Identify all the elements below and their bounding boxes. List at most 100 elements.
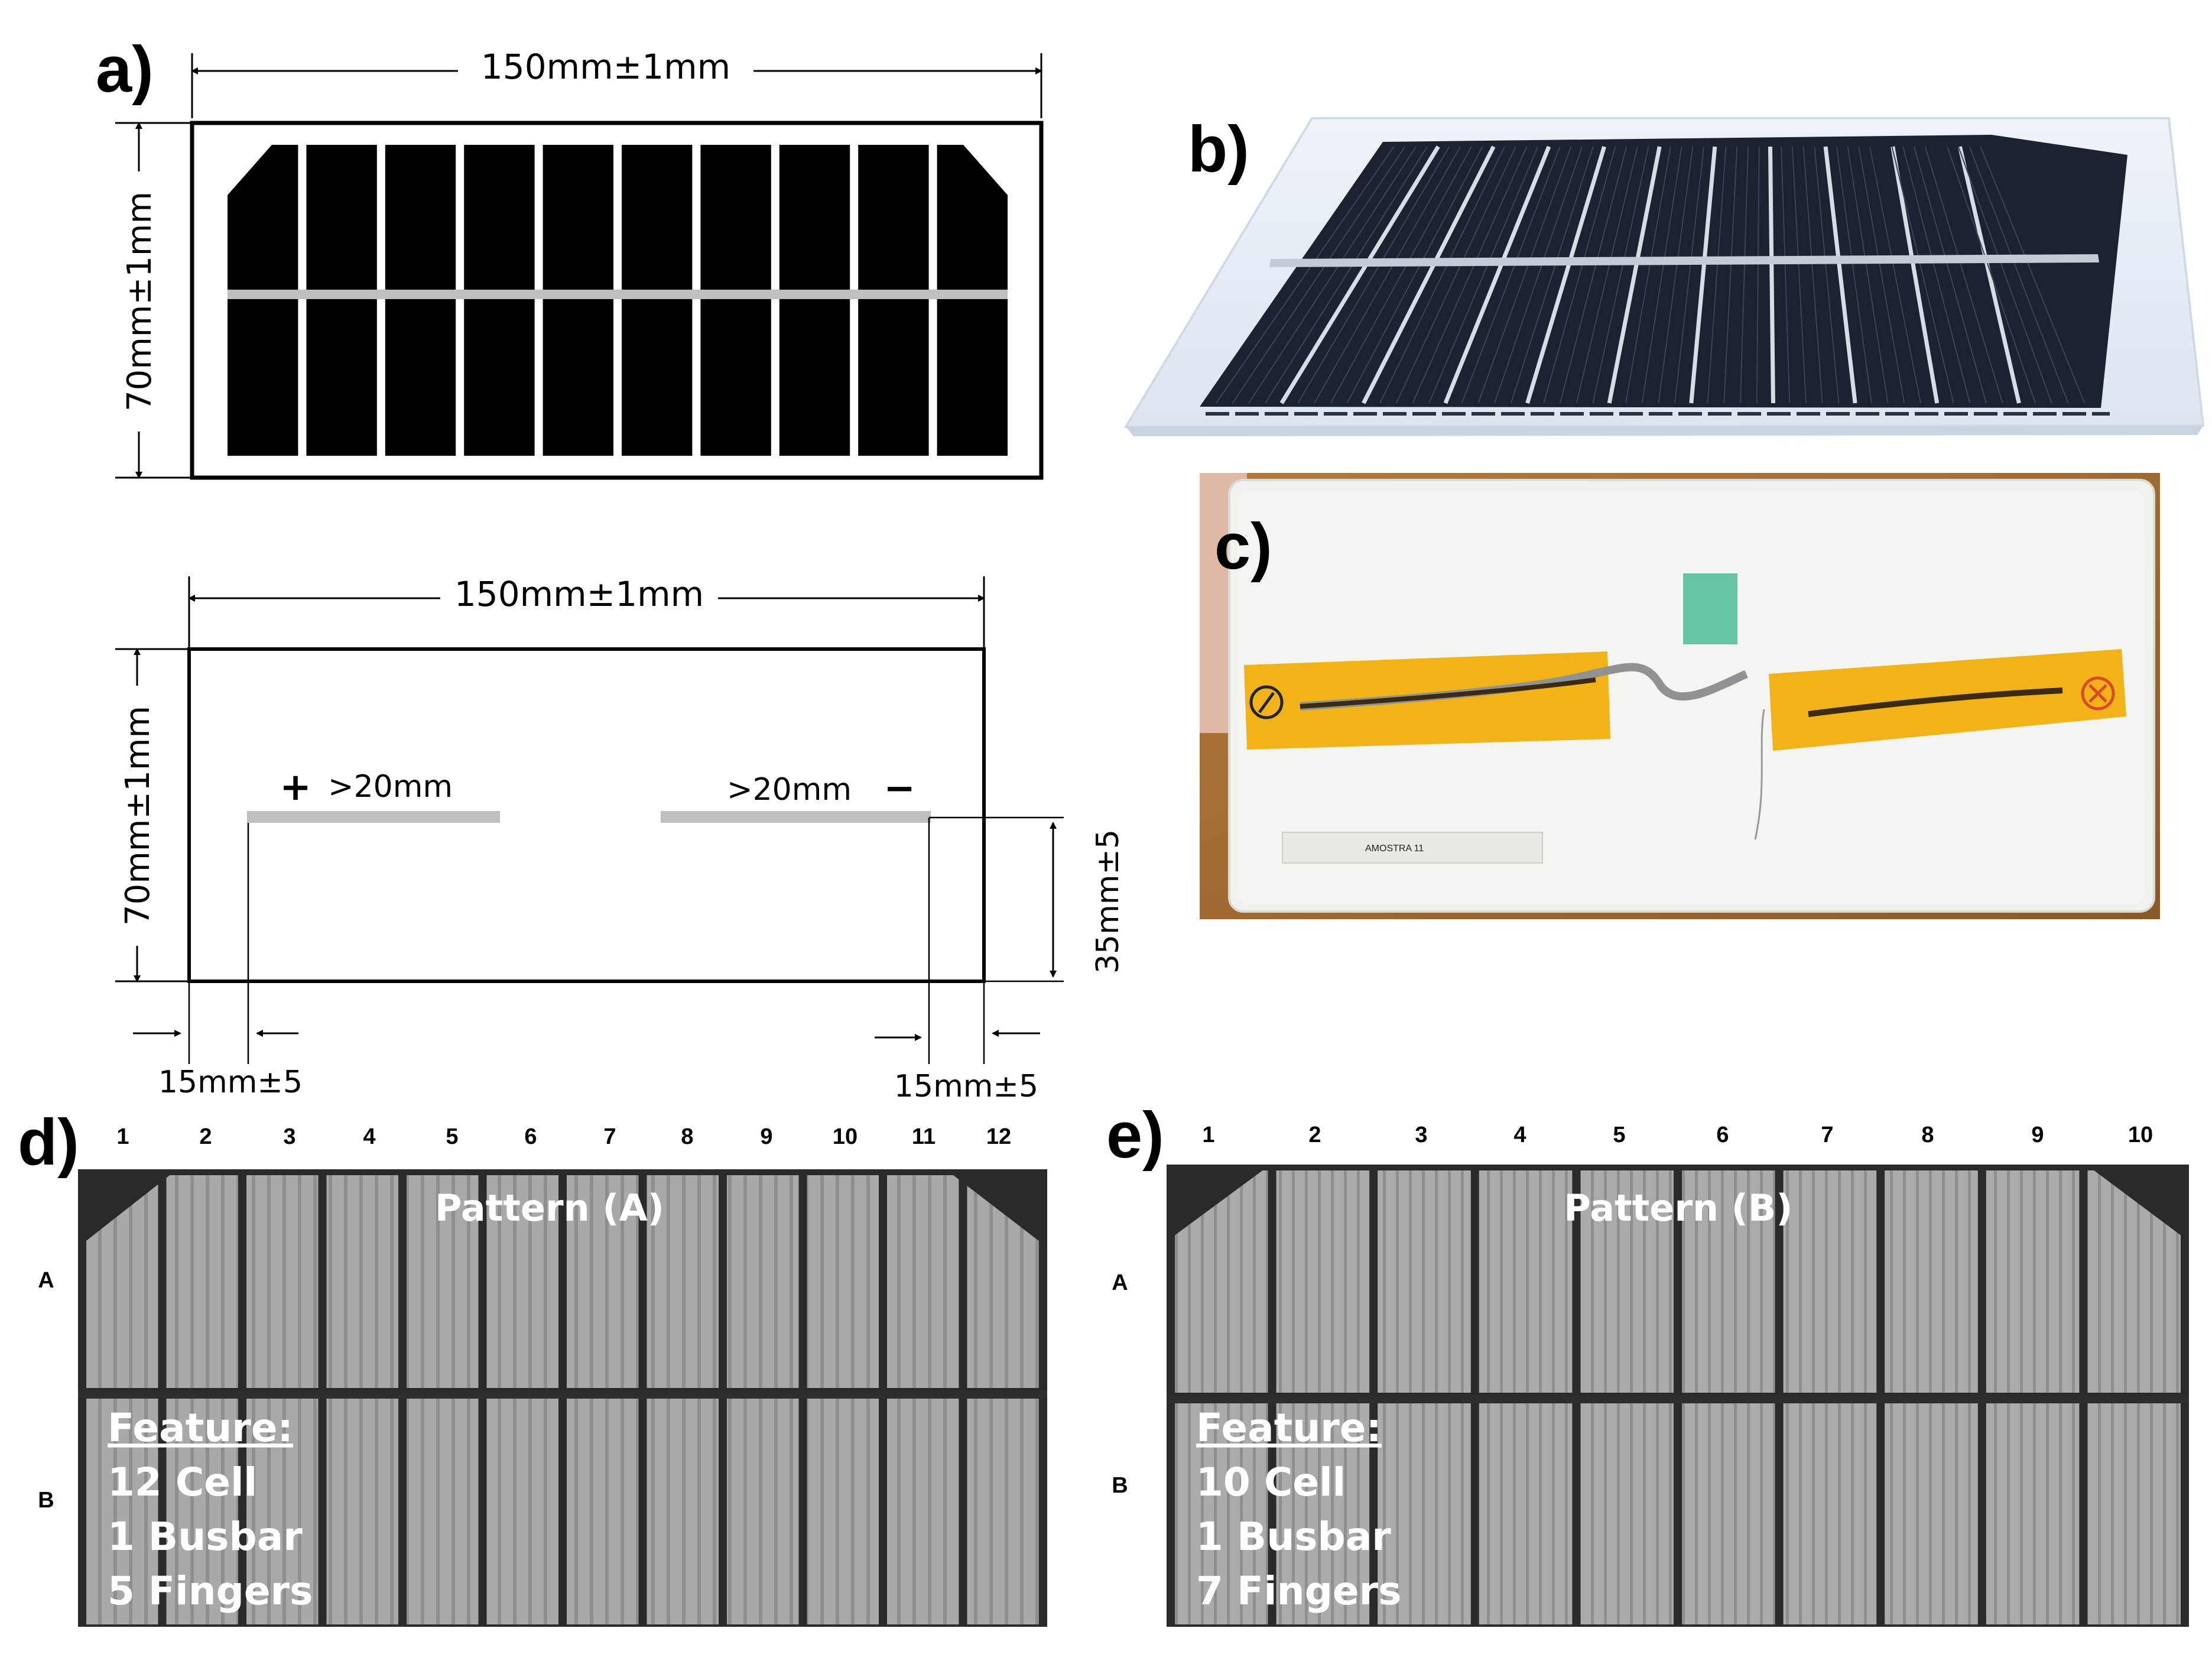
top-cell-upper: [937, 145, 1008, 290]
positive-ribbon: [247, 811, 500, 823]
top-width-label: 150mm±1mm: [481, 47, 730, 87]
top-cell-upper: [228, 145, 298, 290]
el-cell-lower: [1479, 1403, 1573, 1624]
el-cell-upper: [887, 1175, 959, 1388]
el-cell-upper: [1783, 1170, 1877, 1393]
panel-b-photo: [1123, 117, 2205, 436]
panel-e-column-7: 7: [1821, 1123, 1833, 1147]
panel-d-label: d): [18, 1106, 79, 1179]
el-cell-upper: [1276, 1170, 1370, 1393]
el-cell-upper: [567, 1175, 639, 1388]
el-cell-upper: [326, 1175, 398, 1388]
panel-e-label: e): [1106, 1099, 1164, 1172]
panel-d-column-5: 5: [446, 1124, 458, 1149]
panel-d-feature-title: Feature:: [108, 1405, 293, 1451]
top-cell-upper: [464, 145, 535, 290]
top-cell-lower: [622, 299, 693, 456]
top-cell-lower: [858, 299, 929, 456]
el-cell-upper: [1986, 1170, 2080, 1393]
panel-d-column-12: 12: [986, 1124, 1011, 1149]
el-cell-lower: [567, 1399, 639, 1624]
panel-d-column-2: 2: [199, 1124, 212, 1149]
el-cell-lower: [887, 1399, 959, 1624]
right-offset-label: 15mm±5: [894, 1069, 1038, 1104]
panel-d-feature-3: 5 Fingers: [108, 1568, 313, 1614]
top-cell-upper: [622, 145, 693, 290]
minus-length-label: >20mm: [727, 772, 852, 807]
panel-a-label: a): [96, 33, 154, 106]
panel-d-feature-1: 12 Cell: [108, 1460, 257, 1505]
el-cell-upper: [727, 1175, 799, 1388]
panel-e-feature-2: 1 Busbar: [1196, 1514, 1391, 1559]
top-cell-lower: [385, 299, 456, 456]
el-cell-lower: [1175, 1403, 1268, 1624]
panel-d-row-a: A: [38, 1268, 54, 1293]
bottom-width-label: 150mm±1mm: [454, 574, 704, 614]
panel-d-row-b: B: [38, 1488, 54, 1513]
el-cell-lower: [407, 1399, 479, 1624]
panel-d-column-4: 4: [363, 1124, 375, 1149]
panel-e-column-2: 2: [1308, 1123, 1321, 1147]
top-cell-lower: [543, 299, 613, 456]
panel-c-label: c): [1214, 510, 1272, 583]
top-height-label: 70mm±1mm: [121, 192, 159, 411]
panel-e-column-4: 4: [1513, 1123, 1526, 1147]
el-cell-lower: [246, 1399, 319, 1624]
el-cell-lower: [967, 1399, 1039, 1624]
el-cell-lower: [326, 1399, 398, 1624]
panel-d-column-1: 1: [116, 1124, 129, 1149]
plus-length-label: >20mm: [328, 769, 453, 805]
panel-e-column-10: 10: [2128, 1123, 2153, 1147]
el-cell-upper: [1682, 1170, 1775, 1393]
el-cell-upper: [486, 1175, 558, 1388]
panel-e-column-6: 6: [1716, 1123, 1729, 1147]
el-cell-lower: [1986, 1403, 2080, 1624]
el-cell-lower: [647, 1399, 719, 1624]
el-cell-lower: [1276, 1403, 1370, 1624]
panel-d-column-11: 11: [912, 1124, 936, 1149]
el-cell-lower: [1682, 1403, 1775, 1624]
panel-e-feature-1: 10 Cell: [1196, 1460, 1346, 1505]
top-module-busbar: [228, 290, 1008, 299]
panel-e-column-5: 5: [1613, 1123, 1625, 1147]
panel-e-row-a: A: [1112, 1270, 1128, 1295]
top-cell-lower: [306, 299, 377, 456]
panel-d-column-10: 10: [833, 1124, 857, 1149]
top-cell-lower: [779, 299, 850, 456]
el-cell-lower: [1783, 1403, 1877, 1624]
el-cell-upper: [1378, 1170, 1471, 1393]
el-cell-lower: [807, 1399, 879, 1624]
panel-e-column-8: 8: [1921, 1123, 1934, 1147]
el-cell-upper: [166, 1175, 238, 1388]
top-cell-lower: [464, 299, 535, 456]
el-cell-upper: [1885, 1170, 1978, 1393]
top-cell-upper: [700, 145, 771, 290]
panel-e-column-3: 3: [1415, 1123, 1427, 1147]
panel-d-column-6: 6: [524, 1124, 537, 1149]
top-cell-lower: [937, 299, 1008, 456]
el-cell-lower: [86, 1399, 158, 1624]
panel-d-column-7: 7: [603, 1124, 616, 1149]
plus-sign: +: [280, 766, 311, 809]
top-cell-upper: [858, 145, 929, 290]
panel-d-feature-2: 1 Busbar: [108, 1514, 303, 1559]
top-cell-lower: [228, 299, 298, 456]
panel-d-title: Pattern (A): [435, 1186, 664, 1230]
panel-e-title: Pattern (B): [1564, 1186, 1792, 1230]
el-cell-lower: [1580, 1403, 1674, 1624]
top-cell-upper: [779, 145, 850, 290]
panel-c-photo: AMOSTRA 11: [1200, 473, 2160, 919]
sticker-text: AMOSTRA 11: [1365, 844, 1424, 854]
top-cell-upper: [543, 145, 613, 290]
panel-e-column-1: 1: [1202, 1123, 1214, 1147]
el-cell-upper: [1580, 1170, 1674, 1393]
top-module-cells: [228, 145, 1008, 456]
vertical-offset-label: 35mm±5: [1090, 829, 1126, 974]
el-cell-upper: [647, 1175, 719, 1388]
panel-b-label: b): [1188, 113, 1249, 186]
el-cell-upper: [246, 1175, 319, 1388]
